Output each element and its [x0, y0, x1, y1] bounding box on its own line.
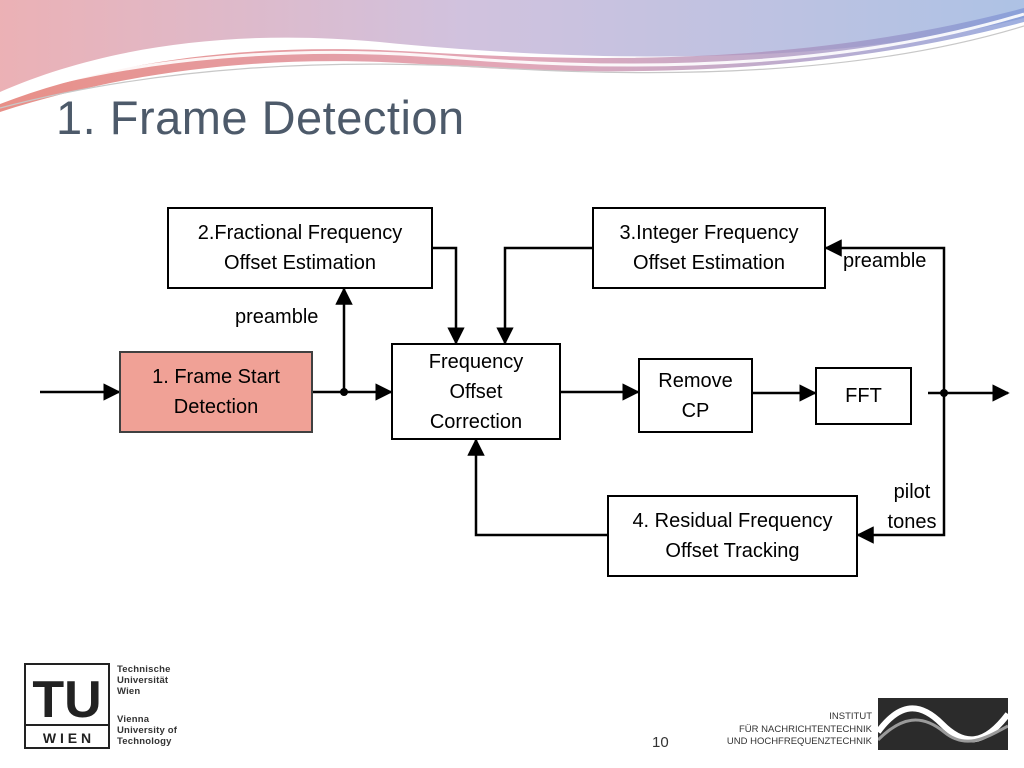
uni-text-line: Technische	[117, 664, 171, 675]
block-text: Offset Estimation	[224, 252, 376, 274]
frequency-offset-correction-block: Frequency Offset Correction	[391, 343, 561, 440]
institute-text-line: INSTITUT	[829, 711, 872, 722]
fractional-frequency-offset-estimation-block: 2.Fractional Frequency Offset Estimation	[167, 207, 433, 289]
remove-cp-block: Remove CP	[638, 358, 753, 433]
frame-start-detection-block: 1. Frame Start Detection	[119, 351, 313, 433]
university-name-german: Technische Universität Wien	[117, 664, 171, 697]
block-text: Detection	[173, 396, 259, 418]
block-text: FFT	[845, 385, 882, 407]
block-text: Remove	[658, 369, 733, 392]
junction-dot-right	[940, 389, 948, 397]
wien-logo-letters: W I E N	[43, 730, 91, 746]
page-title: 1. Frame Detection	[56, 91, 465, 144]
block-text: Offset Tracking	[665, 540, 800, 562]
pilot-label-line: pilot	[893, 481, 931, 503]
uni-text-line: Technology	[117, 736, 172, 747]
uni-text-line: Vienna	[117, 714, 150, 725]
tu-wien-logo: TU W I E N	[24, 663, 110, 749]
institute-name: INSTITUT FÜR NACHRICHTENTECHNIK UND HOCH…	[727, 711, 872, 749]
page-number: 10	[652, 734, 669, 751]
block-text: Offset	[449, 380, 503, 403]
pilot-tones-label: pilot tones	[880, 477, 944, 537]
block-text: Offset Estimation	[633, 252, 785, 274]
header-swoosh-decoration	[0, 0, 1024, 112]
block-text: 2.Fractional Frequency	[197, 222, 403, 244]
institute-text-line: UND HOCHFREQUENZTECHNIK	[726, 736, 872, 747]
preamble-label-left: preamble	[235, 306, 319, 328]
institute-wave-logo	[878, 698, 1008, 750]
block-text: CP	[681, 399, 710, 422]
integer-frequency-offset-estimation-block: 3.Integer Frequency Offset Estimation	[592, 207, 826, 289]
tones-label-line: tones	[887, 511, 937, 533]
institute-text-line: FÜR NACHRICHTENTECHNIK	[739, 723, 872, 735]
block-text: Correction	[429, 410, 523, 433]
fft-block: FFT	[815, 367, 912, 425]
junction-dot-left	[340, 388, 348, 396]
block-text: 3.Integer Frequency	[619, 222, 799, 244]
uni-text-line: Wien	[117, 686, 141, 697]
block-text: 4. Residual Frequency	[632, 510, 833, 532]
uni-text-line: Universität	[117, 675, 169, 686]
residual-frequency-offset-tracking-block: 4. Residual Frequency Offset Tracking	[607, 495, 858, 577]
uni-text-line: University of	[117, 725, 178, 736]
university-name-english: Vienna University of Technology	[117, 714, 177, 747]
preamble-label-right: preamble	[843, 250, 927, 272]
block-text: 1. Frame Start	[152, 366, 280, 388]
tu-logo-letters: TU	[32, 671, 101, 729]
block-text: Frequency	[428, 350, 524, 373]
